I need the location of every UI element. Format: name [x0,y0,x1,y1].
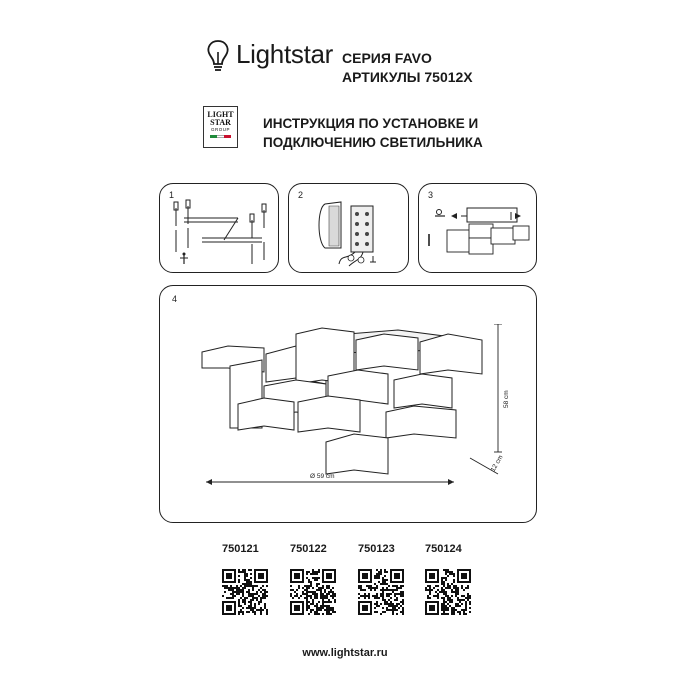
diameter-label: Ø 59 cm [310,473,335,480]
qr-code-icon [222,569,268,615]
articles-line: АРТИКУЛЫ 75012X [342,69,473,85]
article-code: 750123 [358,543,395,555]
article-code: 750124 [425,543,462,555]
step-2-panel: 2 [288,183,409,273]
attach-frame-drawing [428,207,530,255]
wiring-terminal-drawing [318,201,376,267]
brand-name: Lightstar [236,39,334,69]
group-logo-line: LIGHT [207,110,234,119]
series-info: СЕРИЯ FAVO АРТИКУЛЫ 75012X [342,49,473,87]
ground-icon [370,256,376,263]
screwdriver-icon [435,209,445,217]
height-label: 58 cm [503,390,510,408]
group-logo-line: GROUP [210,127,230,132]
group-logo: LIGHT STAR GROUP [203,106,238,148]
qr-code-icon [425,569,471,615]
title-line: ПОДКЛЮЧЕНИЮ СВЕТИЛЬНИКА [263,135,483,150]
mounting-bracket-drawing [173,199,267,264]
website-link[interactable]: www.lightstar.ru [302,647,388,659]
article-code: 750122 [290,543,327,555]
title-line: ИНСТРУКЦИЯ ПО УСТАНОВКЕ И [263,116,479,131]
qr-code-icon [290,569,336,615]
lightbulb-icon [207,40,229,71]
screwdriver-icon [180,252,188,264]
step-3-panel: 3 [418,183,537,273]
luminaire-dimension-drawing: 58 cm 12 cm Ø 59 cm [201,324,510,485]
article-code: 750121 [222,543,259,555]
step-number: 4 [172,294,178,304]
flag-stripes [209,135,232,138]
step-4-panel: 4 [159,285,537,523]
step-number: 2 [298,190,304,200]
qr-code-icon [358,569,404,615]
step-1-panel: 1 [159,183,279,273]
step-number: 1 [169,190,175,200]
instruction-title: ИНСТРУКЦИЯ ПО УСТАНОВКЕ И ПОДКЛЮЧЕНИЮ СВ… [263,114,483,152]
depth-label: 12 cm [490,454,505,473]
step-number: 3 [428,190,434,200]
series-line: СЕРИЯ FAVO [342,50,432,66]
group-logo-line: STAR [210,118,231,127]
